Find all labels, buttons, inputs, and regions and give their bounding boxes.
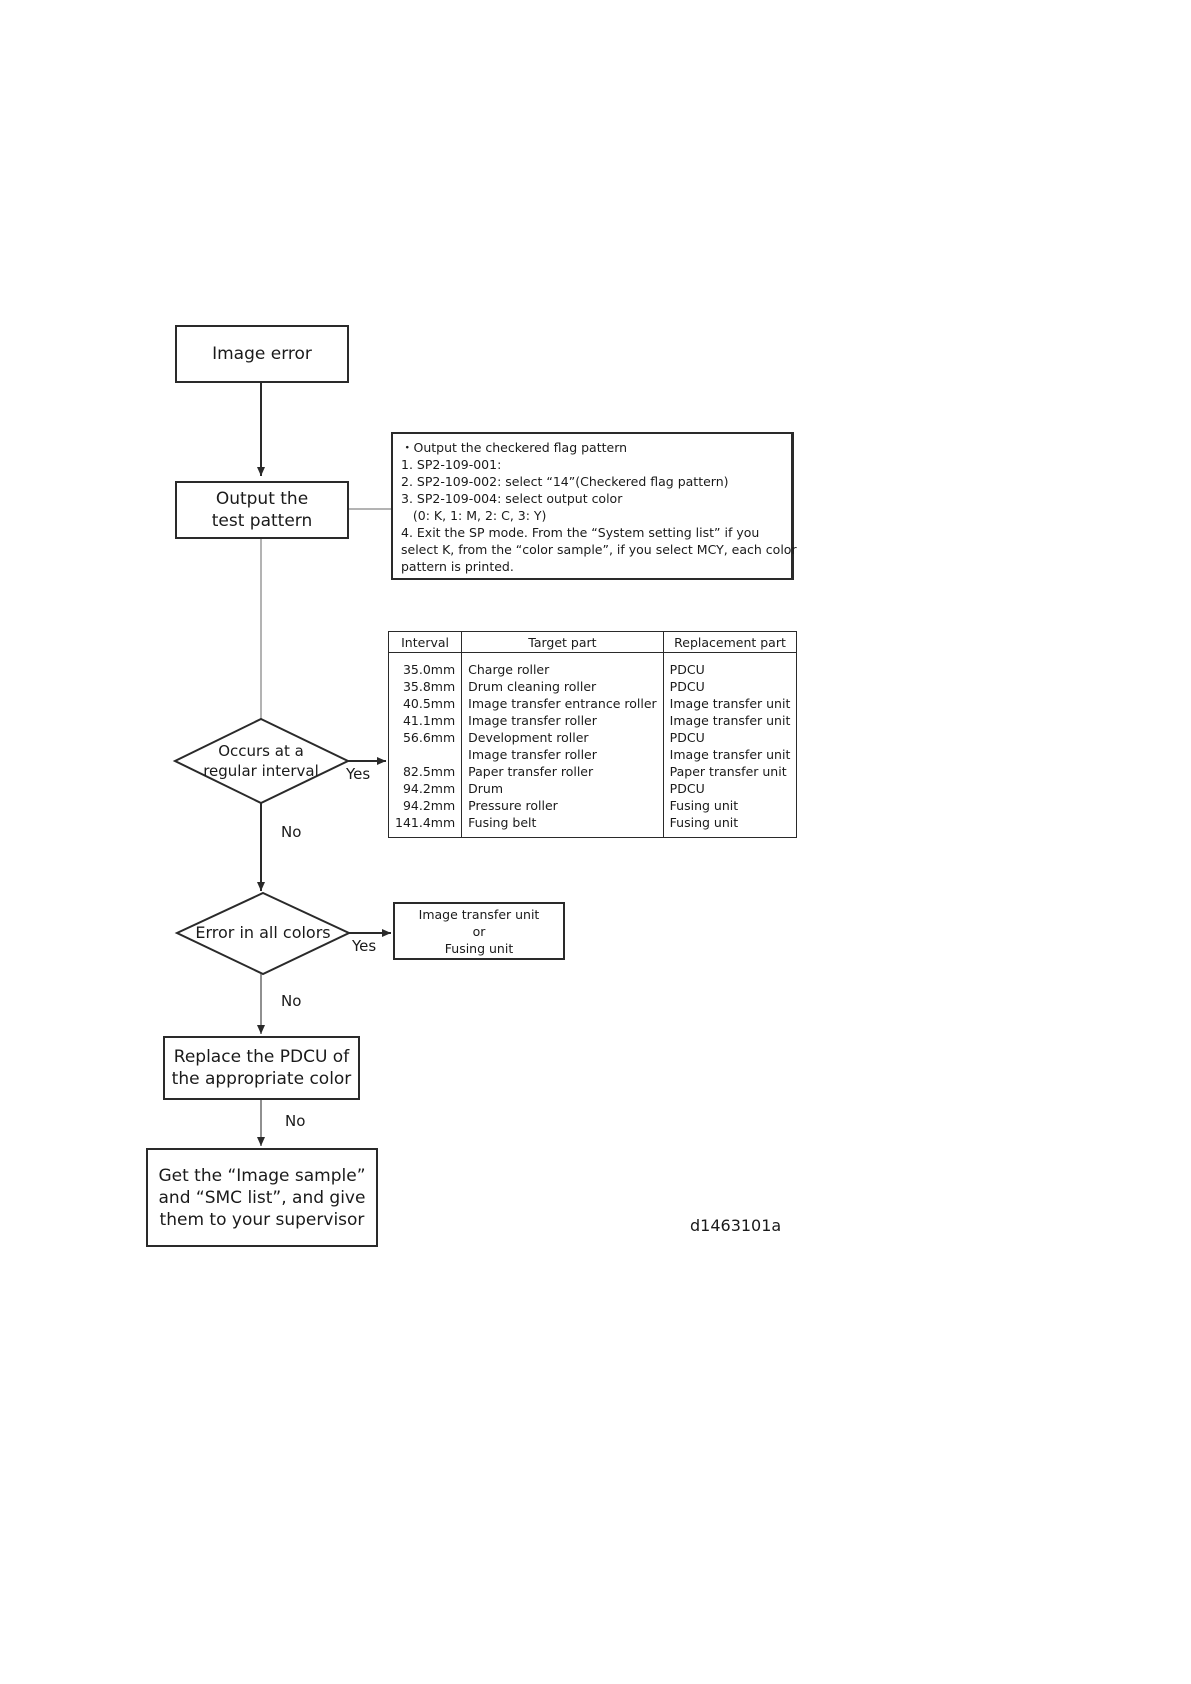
yes-label-interval: Yes <box>346 765 371 783</box>
note-line: 1. SP2-109-001: <box>401 457 502 472</box>
table-header-row: Interval Target part Replacement part <box>387 631 798 653</box>
final-label: Get the “Image sample” and “SMC list”, a… <box>158 1165 366 1230</box>
table-row: 35.8mm Drum cleaning roller PDCU <box>387 678 798 695</box>
note-line: select K, from the “color sample”, if yo… <box>401 542 797 557</box>
replacement-part-cell: PDCU <box>662 780 798 797</box>
yes-label-all-colors: Yes <box>352 937 377 955</box>
interval-cell: 94.2mm <box>387 780 463 797</box>
output-test-pattern-box: Output the test pattern <box>175 481 349 539</box>
target-part-cell: Image transfer entrance roller <box>461 695 664 712</box>
decision-all-colors-label: Error in all colors <box>195 923 331 942</box>
table-row: 82.5mm Paper transfer roller Paper trans… <box>387 763 798 780</box>
interval-cell <box>387 746 463 763</box>
target-part-cell: Image transfer roller <box>461 746 664 763</box>
replacement-part-cell: Paper transfer unit <box>662 763 798 780</box>
replacement-part-cell: PDCU <box>662 729 798 746</box>
table-row: 35.0mm Charge roller PDCU <box>387 652 798 678</box>
header-replacement-part: Replacement part <box>662 631 798 653</box>
header-interval: Interval <box>387 631 463 653</box>
table-row: 40.5mm Image transfer entrance roller Im… <box>387 695 798 712</box>
note-line: (0: K, 1: M, 2: C, 3: Y) <box>401 508 547 523</box>
start-box-label: Image error <box>212 344 312 364</box>
replace-pdcu-box: Replace the PDCU of the appropriate colo… <box>163 1036 360 1100</box>
target-part-cell: Drum cleaning roller <box>461 678 664 695</box>
target-part-cell: Pressure roller <box>461 797 664 814</box>
note-line: ・Output the checkered flag pattern <box>401 440 628 455</box>
replacement-part-cell: Image transfer unit <box>662 712 798 729</box>
target-part-cell: Drum <box>461 780 664 797</box>
replacement-part-cell: PDCU <box>662 678 798 695</box>
interval-cell: 40.5mm <box>387 695 463 712</box>
replacement-part-cell: Fusing unit <box>662 814 798 838</box>
interval-cell: 56.6mm <box>387 729 463 746</box>
interval-cell: 94.2mm <box>387 797 463 814</box>
interval-cell: 141.4mm <box>387 814 463 838</box>
table-row: 94.2mm Pressure roller Fusing unit <box>387 797 798 814</box>
decision-interval-label: Occurs at a regular interval <box>203 742 319 780</box>
note-line: 3. SP2-109-004: select output color <box>401 491 623 506</box>
interval-cell: 35.8mm <box>387 678 463 695</box>
target-part-cell: Paper transfer roller <box>461 763 664 780</box>
figure-id: d1463101a <box>690 1216 782 1235</box>
test-pattern-note: ・Output the checkered flag pattern 1. SP… <box>391 432 797 580</box>
note-line: pattern is printed. <box>401 559 514 574</box>
no-label-all-colors: No <box>281 992 302 1010</box>
all-colors-result-box: Image transfer unit or Fusing unit <box>393 902 565 960</box>
table-row: 41.1mm Image transfer roller Image trans… <box>387 712 798 729</box>
target-part-cell: Charge roller <box>461 652 664 678</box>
target-part-cell: Image transfer roller <box>461 712 664 729</box>
result-line-2: or <box>472 924 486 939</box>
note-line: 4. Exit the SP mode. From the “System se… <box>401 525 760 540</box>
result-line-1: Image transfer unit <box>418 907 540 922</box>
no-label-replace: No <box>285 1112 306 1130</box>
decision-all-colors-diamond <box>174 891 352 976</box>
target-part-cell: Development roller <box>461 729 664 746</box>
interval-table: Interval Target part Replacement part 35… <box>387 631 798 838</box>
result-line-3: Fusing unit <box>444 941 514 956</box>
output-test-pattern-label: Output the test pattern <box>211 489 313 531</box>
interval-cell: 35.0mm <box>387 652 463 678</box>
table-row: 141.4mm Fusing belt Fusing unit <box>387 814 798 838</box>
replace-pdcu-label: Replace the PDCU of the appropriate colo… <box>171 1047 352 1089</box>
replacement-part-cell: Image transfer unit <box>662 695 798 712</box>
replacement-part-cell: Image transfer unit <box>662 746 798 763</box>
table-row: 94.2mm Drum PDCU <box>387 780 798 797</box>
table-row: Image transfer roller Image transfer uni… <box>387 746 798 763</box>
no-label-interval: No <box>281 823 302 841</box>
replacement-part-cell: PDCU <box>662 652 798 678</box>
table-row: 56.6mm Development roller PDCU <box>387 729 798 746</box>
header-target-part: Target part <box>461 631 664 653</box>
interval-cell: 41.1mm <box>387 712 463 729</box>
final-box: Get the “Image sample” and “SMC list”, a… <box>146 1148 378 1247</box>
interval-cell: 82.5mm <box>387 763 463 780</box>
replacement-part-cell: Fusing unit <box>662 797 798 814</box>
note-line: 2. SP2-109-002: select “14”(Checkered fl… <box>401 474 729 489</box>
start-box: Image error <box>175 325 349 383</box>
target-part-cell: Fusing belt <box>461 814 664 838</box>
